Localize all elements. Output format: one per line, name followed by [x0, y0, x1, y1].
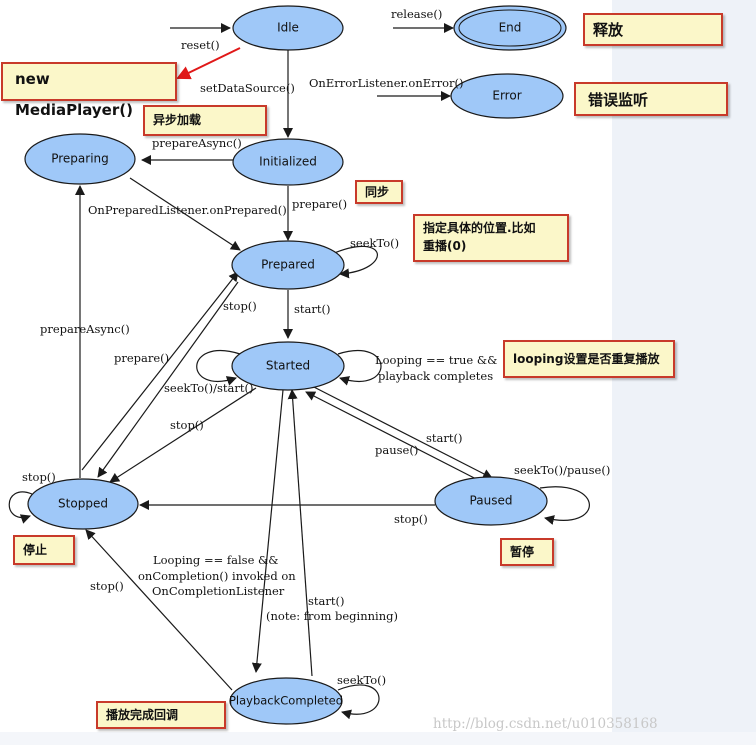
state-prepared	[231, 240, 345, 290]
label-from-beginning-note: (note: from beginning)	[266, 609, 398, 623]
edge-seek-to-start	[196, 350, 241, 386]
label-looping-true-1: Looping == true &&	[375, 353, 497, 367]
note-error-listener: 错误监听	[574, 82, 728, 116]
note-looping-text: looping设置是否重复播放	[513, 352, 660, 366]
state-error	[450, 73, 564, 119]
label-looping-false-3: OnCompletionListener	[152, 584, 285, 598]
note-seek-text-1: 指定具体的位置.比如	[423, 221, 536, 235]
label-set-data-source: setDataSource()	[200, 81, 295, 95]
label-on-prepared: OnPreparedListener.onPrepared()	[88, 203, 287, 217]
state-paused	[434, 476, 548, 526]
edge-pause	[307, 383, 493, 479]
edge-stop-self	[8, 491, 33, 524]
label-start-from-paused: start()	[426, 431, 462, 445]
note-async-load: 异步加载	[143, 105, 267, 136]
label-stop-from-completed: stop()	[90, 579, 124, 593]
note-playback-completed-text: 播放完成回调	[106, 708, 179, 722]
label-release: release()	[391, 7, 442, 21]
state-started-label: Started	[266, 359, 310, 373]
callout-arrow	[176, 47, 241, 80]
label-seek-to-completed: seekTo()	[337, 673, 386, 687]
state-preparing	[24, 133, 136, 185]
label-stop-from-prepared: stop()	[223, 299, 257, 313]
state-end-inner-ring	[458, 9, 562, 47]
edge-seek-to-pause	[539, 486, 590, 525]
state-initialized-label: Initialized	[259, 155, 317, 169]
state-prepared-label: Prepared	[261, 258, 315, 272]
note-pause-text: 暂停	[510, 545, 535, 559]
label-stop-from-started: stop()	[170, 418, 204, 432]
label-stop-self: stop()	[22, 470, 56, 484]
label-prepare-sync: prepare()	[292, 197, 347, 211]
label-looping-false-1: Looping == false &&	[153, 553, 279, 567]
state-error-label: Error	[492, 89, 521, 103]
edge-seek-to-prepared	[331, 245, 378, 279]
state-preparing-label: Preparing	[51, 152, 109, 166]
label-pause: pause()	[375, 443, 418, 457]
edge-looping-false	[251, 389, 284, 673]
state-started	[231, 341, 345, 391]
label-prepare-async-top: prepareAsync()	[152, 136, 242, 150]
label-looping-true-2: playback completes	[378, 369, 493, 383]
note-seek-text-2: 重播(0)	[423, 239, 467, 253]
states-group: Idle End Error Initialized Preparing Pre…	[24, 5, 567, 725]
note-stop-text: 停止	[23, 543, 48, 557]
edges-group	[8, 23, 590, 720]
label-reset: reset()	[181, 38, 220, 52]
state-stopped-label: Stopped	[58, 497, 108, 511]
label-start-from-completed: start()	[308, 594, 344, 608]
note-new-media-player: new MediaPlayer()	[1, 62, 177, 119]
edge-stop-from-prepared	[97, 281, 239, 478]
label-on-error: OnErrorListener.onError()	[309, 76, 464, 90]
label-start-from-prepared: start()	[294, 302, 330, 316]
state-end	[453, 5, 567, 51]
note-error-listener-text: 错误监听	[588, 91, 649, 109]
label-prepare-from-stopped: prepare()	[114, 351, 169, 365]
state-idle	[232, 5, 344, 51]
state-playback-completed-label: PlaybackCompleted	[229, 694, 343, 708]
note-sync: 同步	[355, 180, 403, 204]
edge-start-from-paused	[305, 391, 487, 485]
edge-stop-from-started	[109, 387, 257, 483]
note-async-load-text: 异步加载	[153, 113, 202, 127]
state-playback-completed	[229, 677, 343, 725]
label-prepare-async-left: prepareAsync()	[40, 322, 130, 336]
note-release-text: 释放	[593, 21, 624, 39]
note-seek: 指定具体的位置.比如 重播(0)	[413, 214, 569, 262]
state-paused-label: Paused	[470, 494, 513, 508]
note-sync-text: 同步	[365, 185, 390, 199]
note-pause: 暂停	[500, 538, 554, 566]
bottom-margin-panel	[0, 732, 756, 745]
label-looping-false-2: onCompletion() invoked on	[138, 569, 296, 583]
edge-start-from-completed	[287, 389, 313, 677]
label-seek-to-prepared: seekTo()	[350, 236, 399, 250]
state-initialized	[232, 138, 344, 186]
note-release: 释放	[583, 13, 723, 46]
edge-labels-group: reset() release() setDataSource() OnErro…	[22, 7, 610, 687]
state-stopped	[27, 478, 139, 530]
note-looping: looping设置是否重复播放	[503, 340, 675, 378]
state-end-label: End	[499, 21, 522, 35]
label-seek-to-start: seekTo()/start()	[164, 381, 254, 395]
state-idle-label: Idle	[277, 21, 299, 35]
edge-looping-true	[337, 350, 382, 386]
note-stop: 停止	[13, 535, 75, 565]
edge-prepare-from-stopped	[81, 271, 239, 471]
label-stop-from-paused: stop()	[394, 512, 428, 526]
edge-on-prepared	[129, 177, 241, 251]
note-playback-completed: 播放完成回调	[96, 701, 226, 729]
edge-seek-to-completed	[337, 684, 380, 720]
watermark: http://blog.csdn.net/u010358168	[433, 716, 658, 732]
note-new-media-player-text: new MediaPlayer()	[15, 70, 133, 119]
label-seek-to-pause: seekTo()/pause()	[514, 463, 610, 477]
edge-stop-from-completed	[85, 529, 233, 691]
